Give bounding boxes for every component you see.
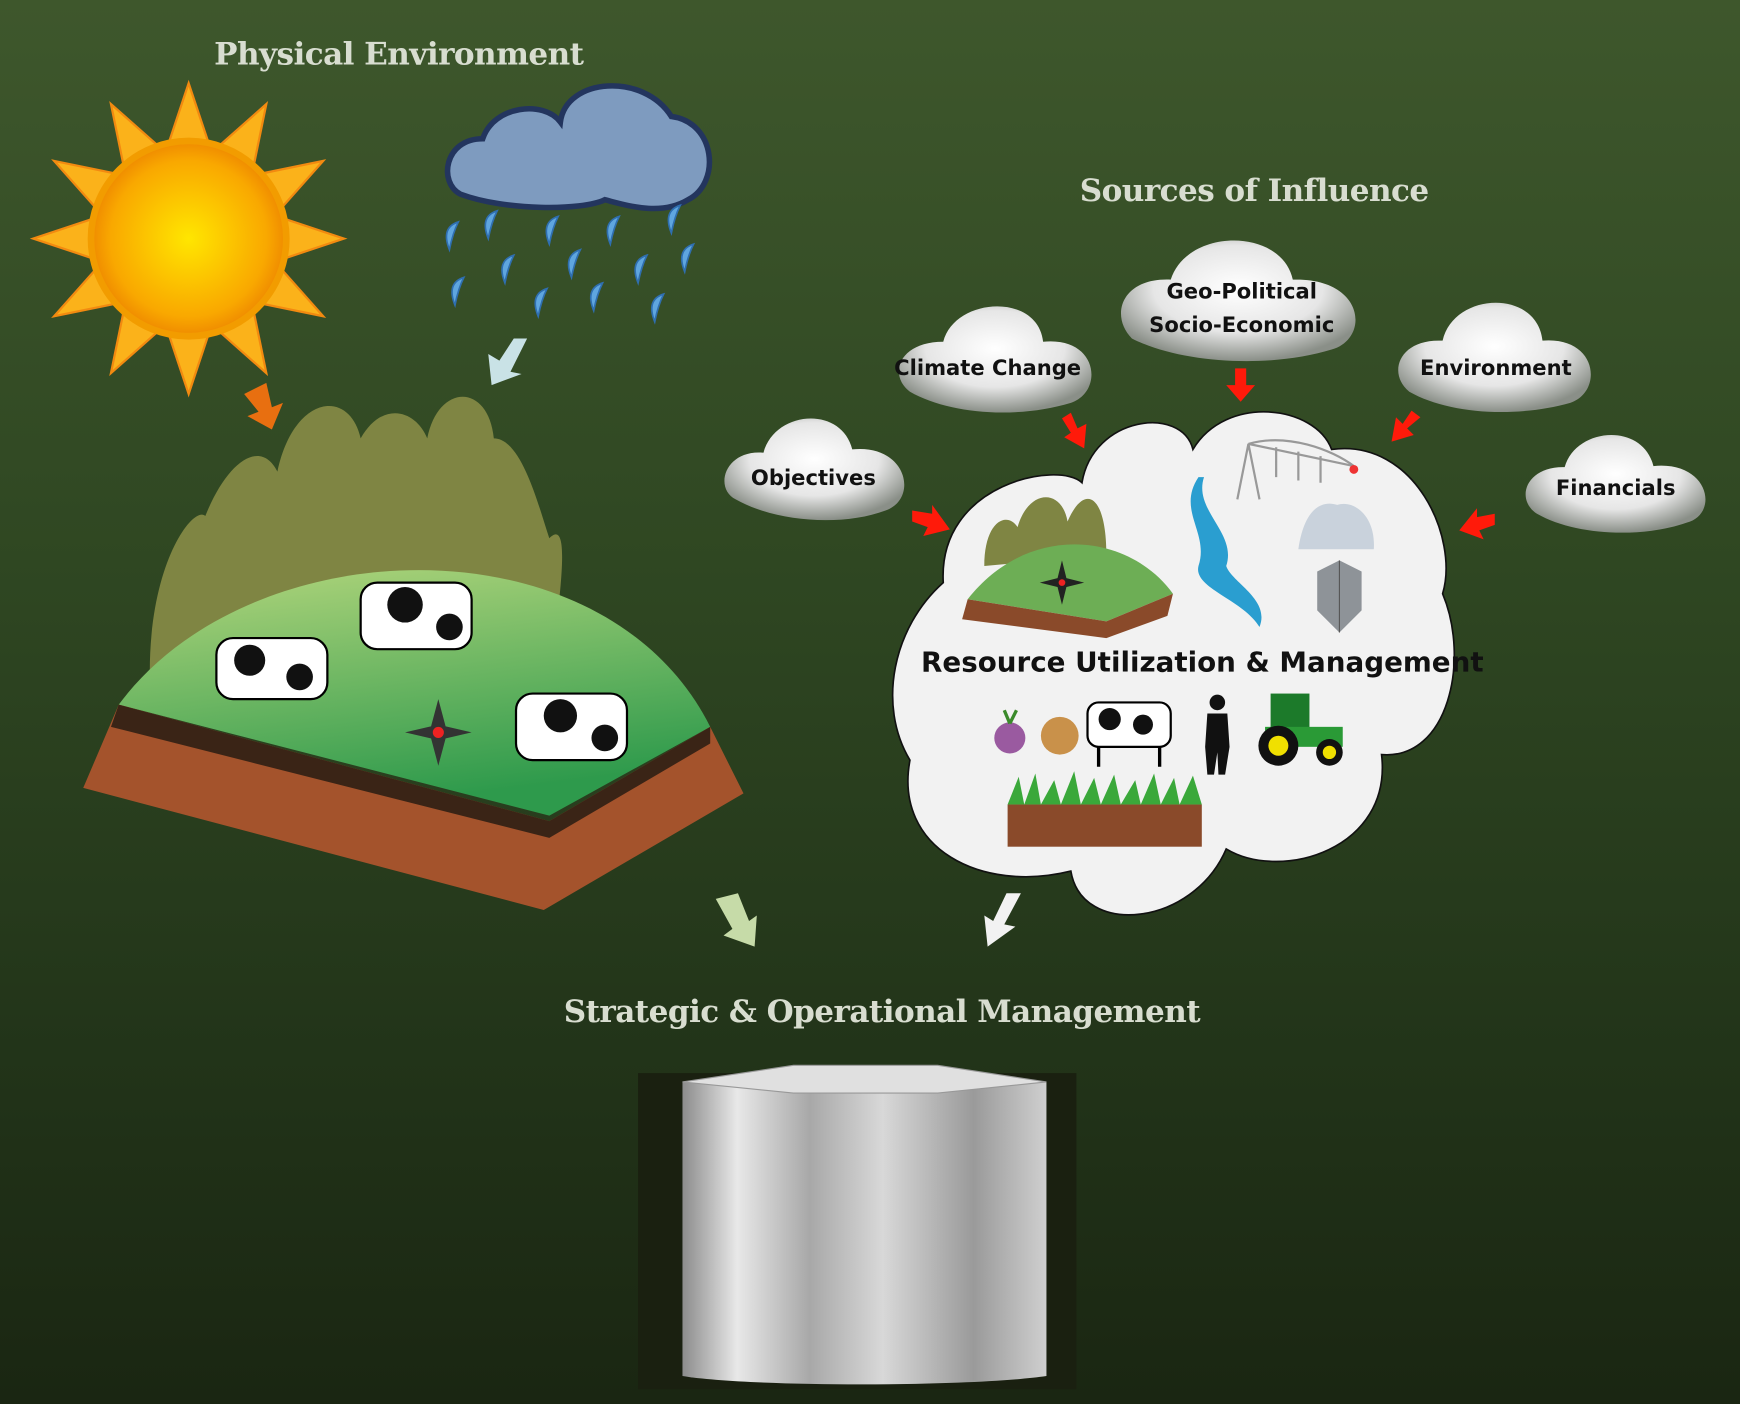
environment-to-management-arrow-icon bbox=[715, 893, 757, 947]
objectives-arrow-icon bbox=[912, 504, 950, 536]
influence-label: Environment bbox=[1420, 356, 1572, 381]
influence-label-line2: Socio-Economic bbox=[1149, 312, 1335, 338]
strategic-management-title: Strategic & Operational Management bbox=[563, 993, 1201, 1030]
hay-bale-icon bbox=[1040, 716, 1079, 755]
influence-label-line1: Geo-Political bbox=[1166, 279, 1318, 305]
storage-tank-icon bbox=[638, 1064, 1077, 1390]
pasture-landscape bbox=[83, 396, 744, 910]
resource-to-management-arrow-icon bbox=[984, 893, 1021, 947]
rain-cloud-icon bbox=[444, 83, 713, 325]
cow-icon bbox=[1086, 701, 1172, 767]
environment-arrow-icon bbox=[1391, 410, 1421, 442]
sun-arrow-icon bbox=[244, 382, 283, 430]
irrigation-pivot-icon bbox=[1236, 439, 1359, 500]
rain-arrow-icon bbox=[488, 338, 528, 386]
cloud-icon bbox=[1120, 240, 1356, 362]
turnip-icon bbox=[994, 709, 1026, 754]
sources-of-influence-title: Sources of Influence bbox=[1079, 172, 1429, 209]
influence-geo-political: Geo-Political Socio-Economic bbox=[1115, 233, 1365, 364]
cloud-icon bbox=[724, 418, 905, 521]
geopolitical-arrow-icon bbox=[1226, 368, 1256, 402]
financials-arrow-icon bbox=[1459, 508, 1495, 540]
influence-objectives: Objectives bbox=[719, 411, 913, 522]
resource-management-cloud: Resource Utilization & Management bbox=[891, 405, 1484, 927]
physical-environment-title: Physical Environment bbox=[214, 35, 584, 73]
silo-icon bbox=[1317, 560, 1362, 633]
sun-icon bbox=[29, 79, 348, 398]
resource-management-label: Resource Utilization & Management bbox=[921, 645, 1484, 679]
farmer-icon bbox=[1205, 694, 1230, 775]
mini-landscape-icon bbox=[962, 497, 1173, 639]
climate-arrow-icon bbox=[1061, 412, 1087, 449]
influence-label: Financials bbox=[1555, 476, 1676, 501]
tractor-icon bbox=[1258, 693, 1343, 766]
influence-environment: Environment bbox=[1393, 294, 1595, 414]
river-icon bbox=[1190, 477, 1262, 627]
cloud-icon bbox=[898, 306, 1092, 413]
hay-icon bbox=[1298, 503, 1374, 550]
influence-label: Objectives bbox=[750, 466, 876, 491]
compass-icon bbox=[405, 699, 472, 766]
influence-label: Climate Change bbox=[894, 356, 1082, 381]
cloud-icon bbox=[1398, 302, 1591, 413]
influence-financials: Financials bbox=[1520, 427, 1714, 533]
cloud-icon bbox=[1525, 434, 1706, 533]
influence-climate-change: Climate Change bbox=[893, 297, 1098, 414]
grass-soil-icon bbox=[1007, 771, 1202, 847]
